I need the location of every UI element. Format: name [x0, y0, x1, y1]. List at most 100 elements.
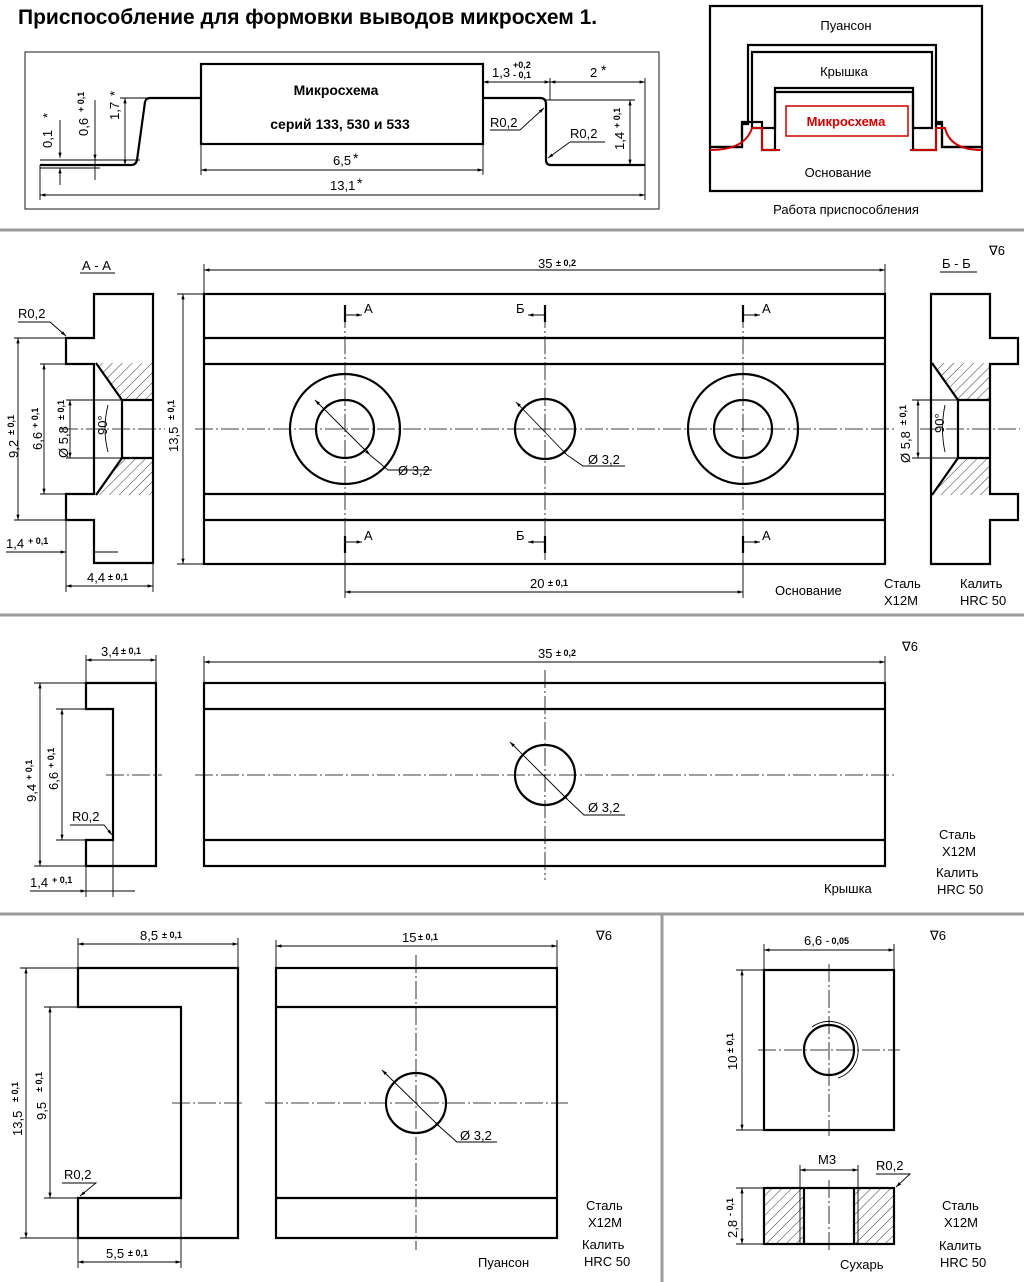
insert-d66: 6,6 — [804, 933, 822, 948]
part-insert: ∇6 6,6 - 0,05 10 ± 0,1 М3 R0,2 2,8 — [725, 928, 986, 1272]
aa-d66-tol: + 0,1 — [30, 408, 40, 428]
insert-material-1: Сталь — [942, 1198, 979, 1213]
punch-heat-2: HRC 50 — [584, 1254, 630, 1269]
punch-d85-tol: ± 0,1 — [162, 930, 182, 940]
dim-r02-a: R0,2 — [490, 115, 517, 130]
insert-d28: 2,8 — [725, 1220, 740, 1238]
punch-d135-tol: ± 0,1 — [10, 1082, 20, 1102]
base-heat-2: HRC 50 — [960, 593, 1006, 608]
base-material-1: Сталь — [884, 576, 921, 591]
plan-d20: 20 — [530, 576, 544, 591]
cover-d14-tol: + 0,1 — [52, 875, 72, 885]
right-lead — [483, 96, 645, 167]
dim-star-a: * — [40, 113, 55, 118]
dim-1-4-tol: + 0,1 — [612, 108, 622, 128]
plan-d135-tol: ± 0,1 — [166, 400, 176, 420]
cover-material-2: Х12М — [942, 844, 976, 859]
insert-d10-tol: ± 0,1 — [725, 1033, 735, 1053]
dim-0-1: 0,1 — [40, 130, 55, 148]
aa-d92-tol: ± 0,1 — [6, 415, 16, 435]
aa-r02: R0,2 — [18, 306, 45, 321]
cover-hole-dim: Ø 3,2 — [588, 800, 620, 815]
aa-d14: 1,4 — [6, 536, 24, 551]
punch-material-2: Х12М — [588, 1215, 622, 1230]
cut-a-bot-2: А — [762, 528, 771, 543]
punch-d55: 5,5 — [106, 1246, 124, 1261]
insert-material-2: Х12М — [944, 1215, 978, 1230]
base-hole-3-counterbore — [686, 372, 800, 486]
cover-d35: 35 — [538, 646, 552, 661]
work-scheme: Пуансон Крышка Микросхема Основание Рабо… — [708, 4, 984, 217]
dim-0-6-tol: + 0,1 — [76, 92, 86, 112]
section-bb-label: Б - Б — [942, 256, 971, 271]
insert-finish: ∇6 — [929, 928, 946, 943]
aa-d14-tol: + 0,1 — [28, 536, 48, 546]
dim-13-1: 13,1 — [330, 178, 355, 193]
sheet-title: Приспособление для формовки выводов микр… — [18, 6, 597, 29]
dim-r02-b: R0,2 — [570, 126, 597, 141]
punch-finish: ∇6 — [595, 928, 612, 943]
scheme-chip — [785, 105, 909, 137]
scheme-punch-label: Пуансон — [820, 18, 871, 33]
chip-label-2: серий 133, 530 и 533 — [270, 116, 410, 132]
cut-a-top-2: А — [762, 301, 771, 316]
dim-6-5: 6,5 — [333, 153, 351, 168]
cover-d94: 9,4 — [24, 784, 39, 802]
cover-section — [84, 681, 158, 868]
part-cover: ∇6 3,4 ± 0,1 9,4 + 0,1 6,6 + 0,1 R0,2 1,… — [24, 639, 983, 897]
scheme-base-label: Основание — [805, 165, 872, 180]
cover-d34: 3,4 — [101, 644, 119, 659]
cut-b-bot: Б — [516, 528, 525, 543]
dim-star-d: * — [353, 150, 359, 166]
insert-heat-1: Калить — [939, 1238, 982, 1253]
section-aa-label: А - А — [82, 258, 111, 273]
aa-d92: 9,2 — [6, 440, 21, 458]
plan-hole-2-dim: Ø 3,2 — [588, 452, 620, 467]
cover-heat-1: Калить — [936, 865, 979, 880]
insert-d28-tol: - 0,1 — [725, 1198, 735, 1216]
cover-material-1: Сталь — [939, 827, 976, 842]
dim-1-3: 1,3 — [492, 65, 510, 80]
base-heat-1: Калить — [960, 576, 1003, 591]
base-material-2: Х12М — [884, 593, 918, 608]
punch-d15: 15 — [402, 930, 416, 945]
cover-r02: R0,2 — [72, 809, 99, 824]
dim-1-7: 1,7 — [107, 102, 122, 120]
insert-name: Сухарь — [840, 1257, 884, 1272]
aa-d44: 4,4 — [87, 570, 105, 585]
punch-name: Пуансон — [478, 1255, 529, 1270]
bb-angle: 90° — [932, 413, 947, 433]
cover-heat-2: HRC 50 — [937, 882, 983, 897]
dim-1-3-dn: - 0,1 — [513, 70, 531, 80]
base-hole-1-counterbore — [288, 372, 402, 486]
aa-d58-tol: ± 0,1 — [56, 400, 66, 420]
aa-d66: 6,6 — [30, 432, 45, 450]
plan-d35: 35 — [538, 256, 552, 271]
base-section-bb — [929, 292, 1020, 566]
insert-r02: R0,2 — [876, 1158, 903, 1173]
chip-label-1: Микросхема — [294, 82, 379, 98]
part-punch: ∇6 8,5 ± 0,1 13,5 ± 0,1 9,5 ± 0,1 R0,2 5… — [10, 928, 630, 1270]
cover-name: Крышка — [824, 881, 873, 896]
cover-d34-tol: ± 0,1 — [121, 646, 141, 656]
base-finish: ∇6 — [988, 243, 1005, 258]
plan-hole-1-dim: Ø 3,2 — [398, 463, 430, 478]
dim-star-b: * — [107, 91, 122, 96]
punch-d55-tol: ± 0,1 — [128, 1248, 148, 1258]
cover-d94-tol: + 0,1 — [24, 760, 34, 780]
aa-d58: Ø 5,8 — [56, 426, 71, 458]
dim-star-e: * — [357, 175, 363, 191]
plan-d135: 13,5 — [166, 427, 181, 452]
bb-d58: Ø 5,8 — [898, 431, 913, 463]
chip-body — [199, 62, 485, 146]
insert-d66-tol: - 0,05 — [826, 936, 849, 946]
chip-lead-view: Микросхема серий 133, 530 и 533 0,1 * 0,… — [24, 51, 660, 210]
plan-d20-tol: ± 0,1 — [548, 578, 568, 588]
punch-material-1: Сталь — [586, 1198, 623, 1213]
punch-d95: 9,5 — [34, 1102, 49, 1120]
cut-a-bot-1: А — [364, 528, 373, 543]
insert-d10: 10 — [725, 1056, 740, 1070]
dim-star-c: * — [601, 62, 607, 78]
